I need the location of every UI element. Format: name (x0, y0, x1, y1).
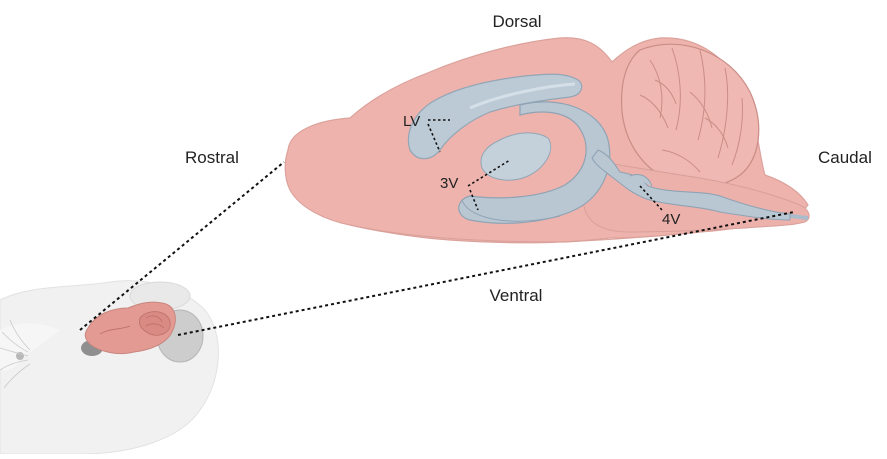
label-rostral: Rostral (185, 148, 239, 167)
label-ventral: Ventral (490, 286, 543, 305)
label-dorsal: Dorsal (492, 12, 541, 31)
label-third-ventricle: 3V (440, 175, 458, 192)
label-fourth-ventricle: 4V (662, 211, 680, 228)
label-caudal: Caudal (818, 148, 872, 167)
label-lateral-ventricle: LV (403, 113, 420, 130)
